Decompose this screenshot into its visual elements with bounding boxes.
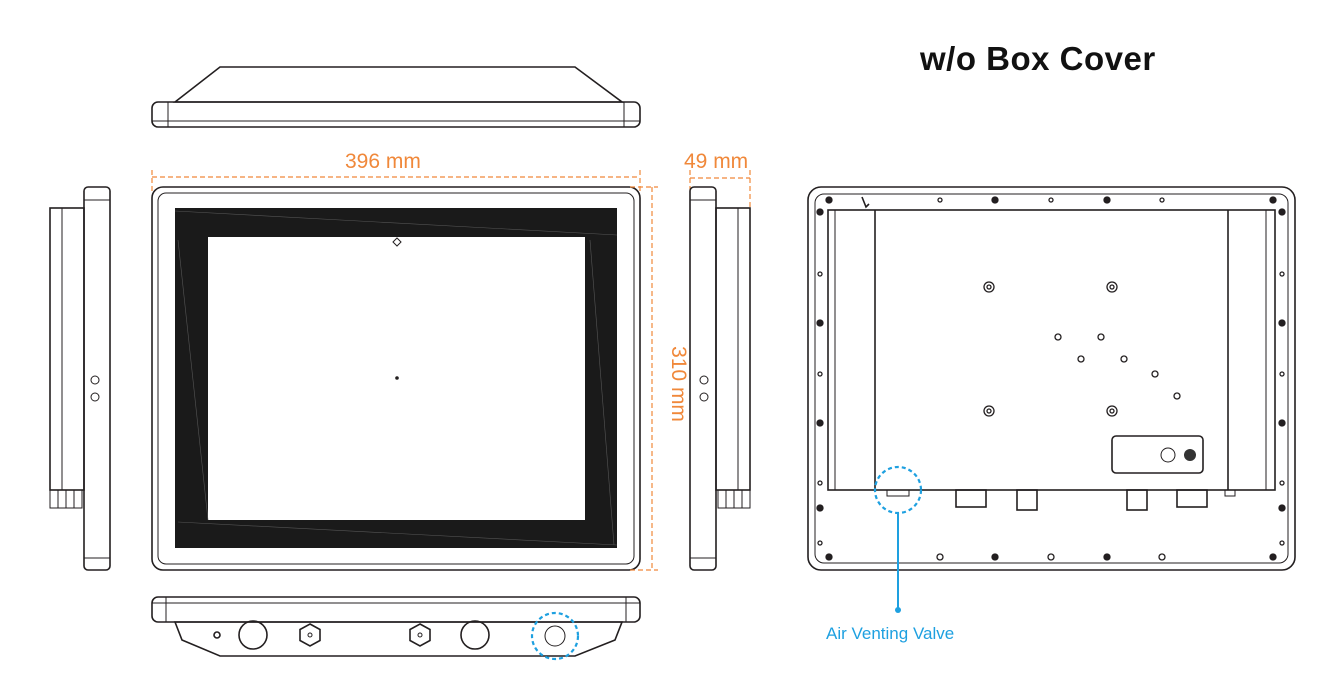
screw [1278, 319, 1286, 327]
power-jack-icon [1160, 447, 1176, 463]
mounting-nut-hole [986, 408, 992, 414]
screw [1279, 480, 1285, 486]
top-view [151, 66, 641, 128]
rear-view [807, 186, 1296, 571]
screw [1278, 504, 1286, 512]
screw [1278, 419, 1286, 427]
screw [936, 553, 944, 561]
width-dimension-label: 396 mm [345, 150, 421, 173]
screw [937, 197, 943, 203]
screw [1158, 553, 1166, 561]
screw [817, 371, 823, 377]
screw [1269, 553, 1277, 561]
diagram-title: w/o Box Cover [920, 40, 1156, 77]
screw [1279, 540, 1285, 546]
screw [1159, 197, 1165, 203]
screw [1279, 271, 1285, 277]
ground-screw [213, 631, 221, 639]
screw [817, 271, 823, 277]
connector-port [238, 620, 268, 650]
screw [1269, 196, 1277, 204]
front-view [151, 186, 641, 571]
air-venting-valve [886, 489, 910, 497]
vesa-hole [1077, 355, 1085, 363]
mounting-nut-hole [1109, 408, 1115, 414]
mounting-nut-hole [986, 284, 992, 290]
vesa-hole [1173, 392, 1181, 400]
cable-gland [299, 623, 321, 647]
screw [825, 196, 833, 204]
bottom-view [151, 596, 641, 661]
screw [816, 208, 824, 216]
screw [816, 504, 824, 512]
connector-port [460, 620, 490, 650]
vesa-hole [1097, 333, 1105, 341]
screw [816, 319, 824, 327]
light-sensor-icon [392, 237, 402, 247]
screw [816, 419, 824, 427]
air-venting-valve-label: Air Venting Valve [826, 624, 955, 643]
vesa-hole [1151, 370, 1159, 378]
screw [817, 480, 823, 486]
screw [1048, 197, 1054, 203]
air-venting-valve [544, 625, 566, 647]
depth-dimension-label: 49 mm [684, 150, 749, 173]
right-side-view [689, 186, 751, 571]
left-side-view [49, 186, 111, 571]
screw [817, 540, 823, 546]
screw [1047, 553, 1055, 561]
screw [1103, 196, 1111, 204]
cable-gland [409, 623, 431, 647]
center-mark [395, 376, 399, 380]
air-venting-valve-callout [873, 465, 923, 613]
screw [991, 196, 999, 204]
screw [991, 553, 999, 561]
screw [1103, 553, 1111, 561]
screw [1279, 371, 1285, 377]
power-button-icon [1184, 449, 1196, 461]
connector-glands [955, 489, 1236, 511]
screw [1278, 208, 1286, 216]
vesa-hole [1054, 333, 1062, 341]
vesa-hole [1120, 355, 1128, 363]
io-cover-plate [1111, 435, 1204, 474]
mounting-nut-hole [1109, 284, 1115, 290]
screw [825, 553, 833, 561]
